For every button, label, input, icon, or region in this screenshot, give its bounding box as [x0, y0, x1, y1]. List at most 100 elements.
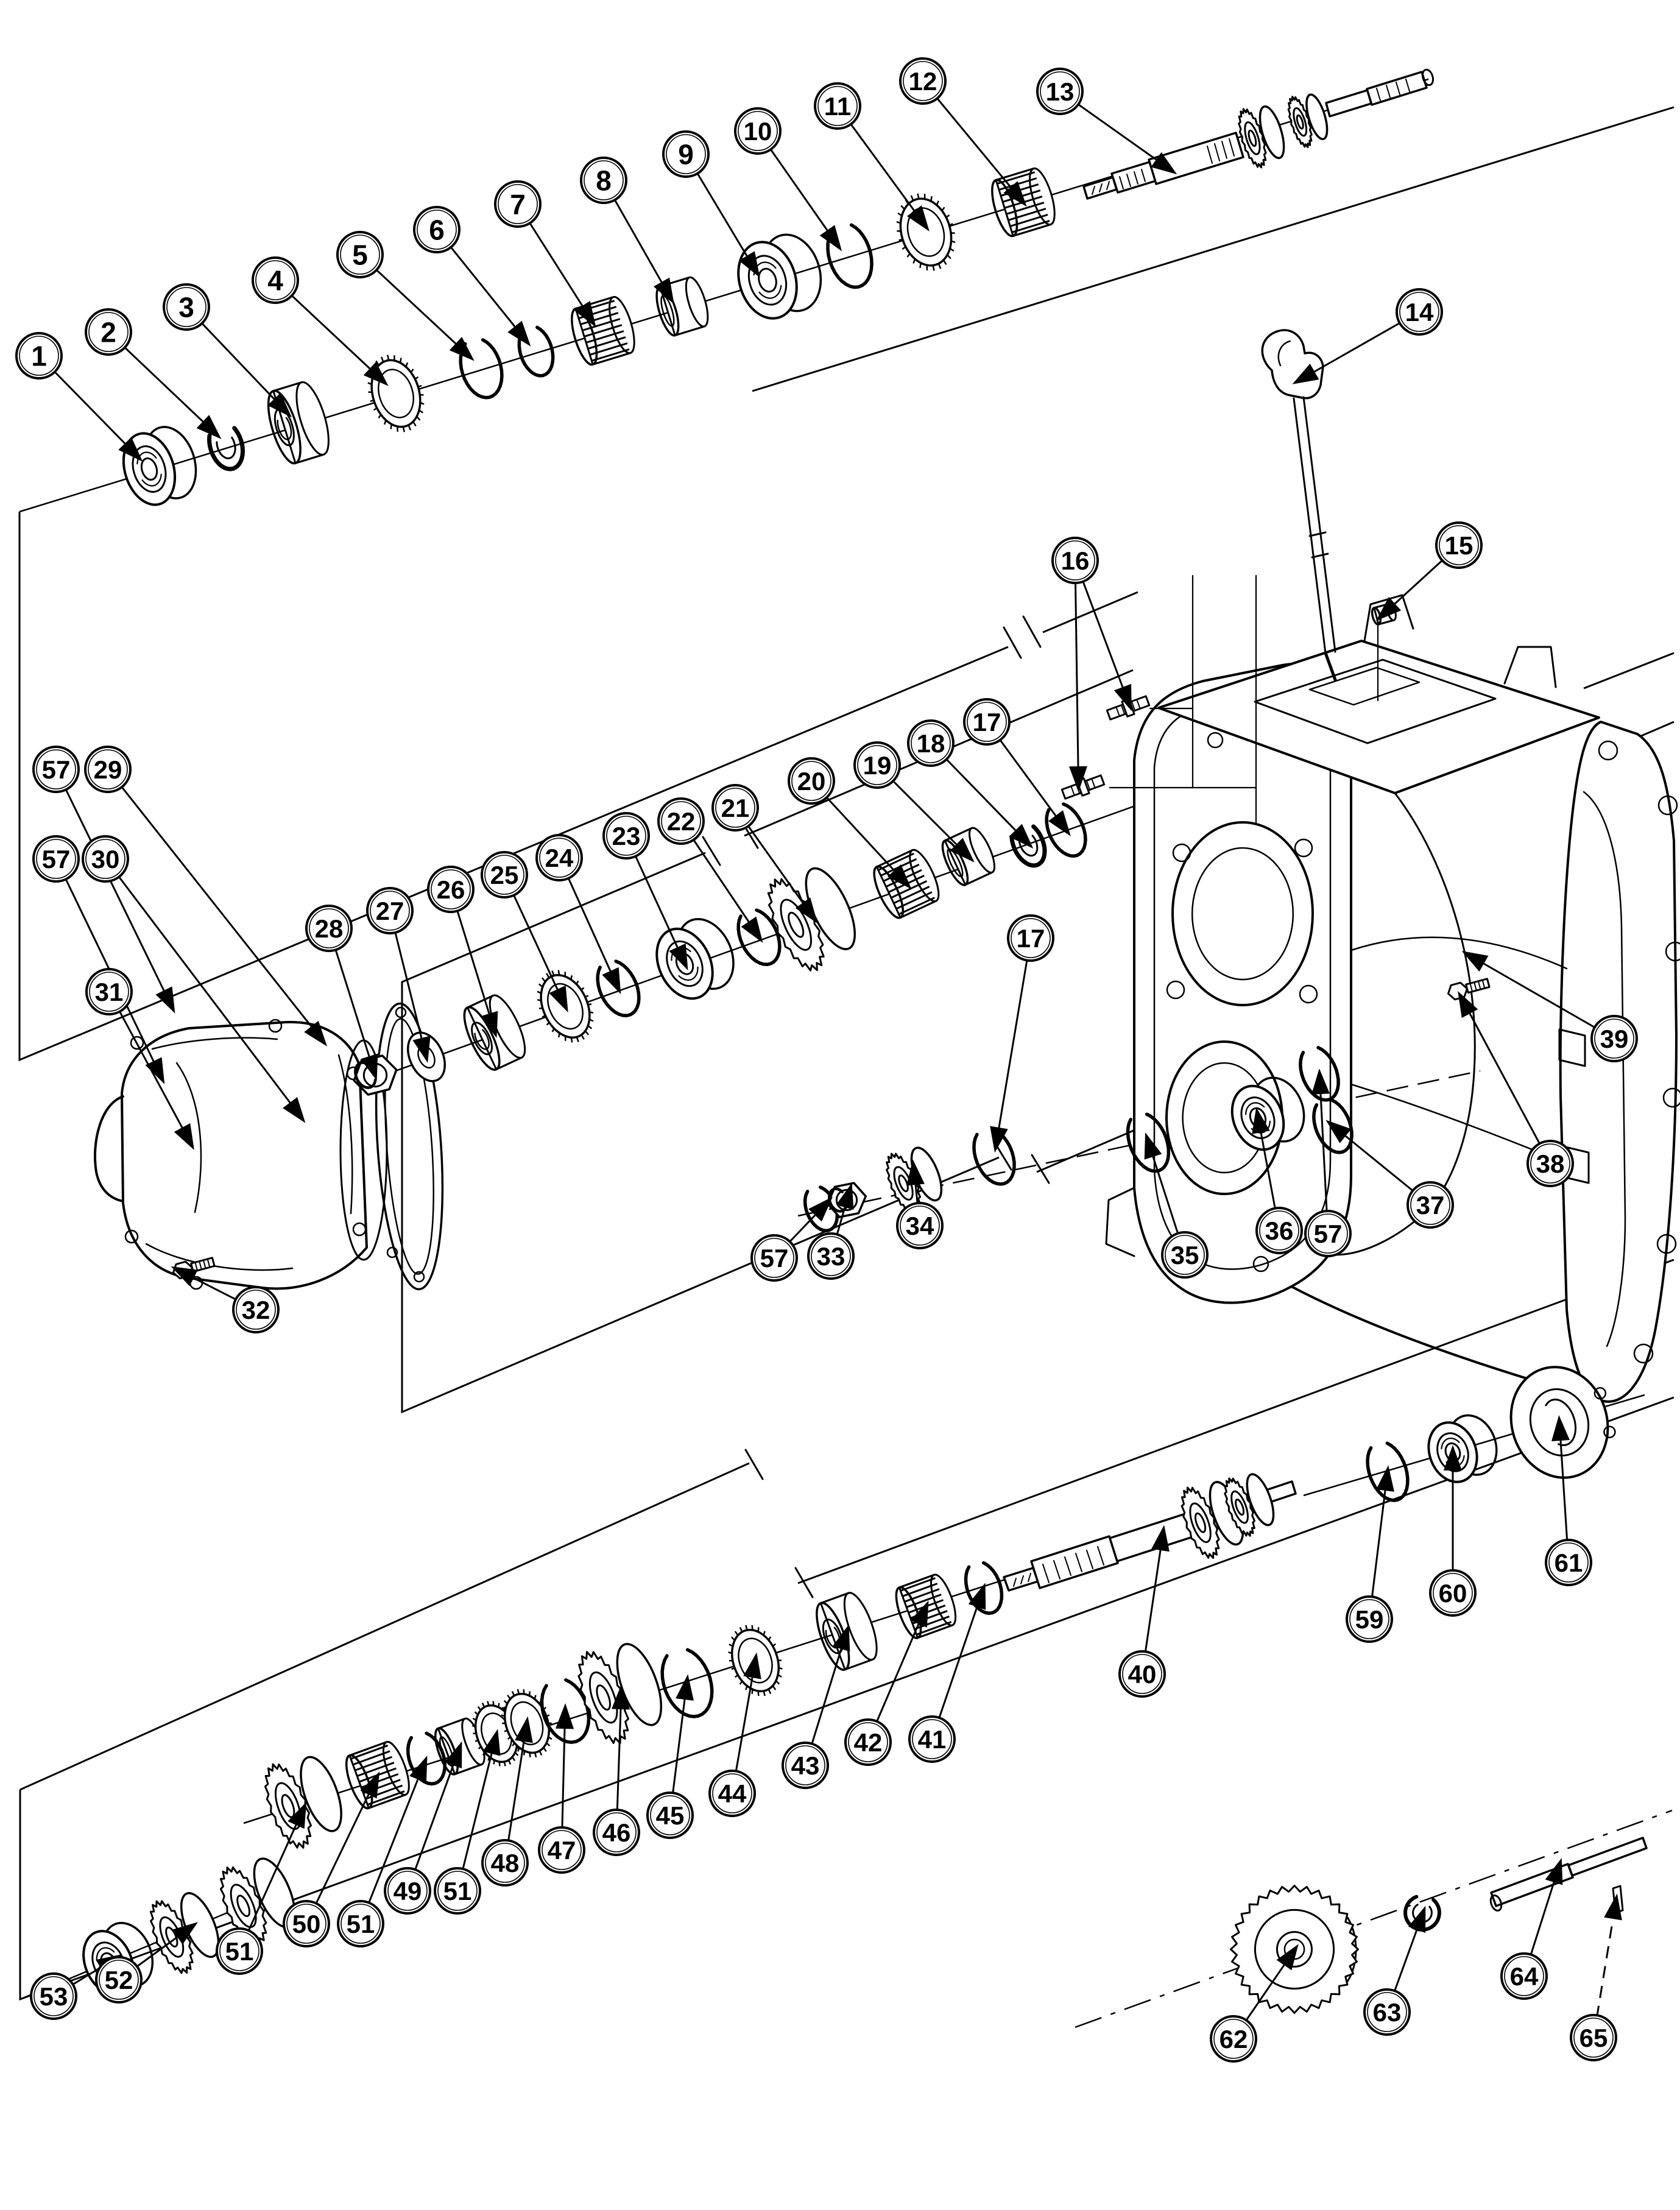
leader-arrowhead-42: [910, 1600, 929, 1628]
balloon-inner-circle: [596, 1812, 637, 1852]
callout-17-16: 17: [963, 698, 1011, 746]
callout-44-48: 44: [708, 1770, 756, 1817]
balloon-circle: [1545, 1539, 1592, 1586]
leader-arrowhead-17: [990, 1126, 1008, 1153]
callout-12-11: 12: [899, 57, 947, 105]
balloon-number: 51: [225, 1937, 254, 1966]
panel-mid-left: [401, 852, 1000, 1414]
balloon-inner-circle: [1040, 71, 1080, 111]
leader-arrowhead-27: [412, 1036, 431, 1063]
balloon-inner-circle: [341, 1904, 381, 1944]
callout-57-35: 57: [750, 1234, 798, 1282]
balloon-number: 63: [1373, 1998, 1402, 2027]
balloon-inner-circle: [485, 1843, 525, 1883]
hole-part: [1662, 1087, 1680, 1108]
balloon-circle: [711, 784, 759, 831]
callout-25-24: 25: [481, 851, 528, 898]
balloon-inner-circle: [286, 1904, 326, 1944]
hole-part: [1166, 980, 1185, 1000]
idler-axis: [1075, 1809, 1673, 2028]
callout-11-10: 11: [814, 82, 861, 130]
oval-part: [384, 1018, 434, 1275]
callout-57-30: 57: [32, 835, 80, 883]
balloon-number: 47: [548, 1836, 576, 1865]
balloon-inner-circle: [1349, 1599, 1389, 1639]
balloon-circle: [814, 82, 861, 130]
ring-part: [1366, 1441, 1410, 1502]
callout-1-0: 1: [15, 332, 63, 380]
balloon-number: 38: [1536, 1149, 1565, 1178]
balloon-number: 60: [1439, 1579, 1467, 1608]
balloon-inner-circle: [817, 86, 858, 126]
callout-57-40: 57: [1304, 1210, 1352, 1257]
gear-part: [886, 1146, 943, 1214]
callout-64-65: 64: [1500, 1952, 1548, 2000]
leader-arrowhead-57: [1311, 1068, 1330, 1095]
leader-arrowhead-28: [360, 1053, 378, 1081]
callout-2-1: 2: [85, 308, 132, 356]
hole-part: [395, 1006, 407, 1019]
balloon-number: 2: [101, 317, 116, 348]
balloon-number: 8: [596, 165, 612, 197]
balloon-inner-circle: [584, 160, 624, 200]
balloon-circle: [807, 1232, 855, 1280]
leader-arrowhead-41: [968, 1583, 986, 1610]
leader-line-50: [305, 1794, 370, 1924]
balloon-number: 5: [352, 239, 368, 271]
balloon-circle: [427, 866, 475, 913]
balloon-inner-circle: [1213, 2019, 1254, 2059]
leader-arrowhead-7: [574, 300, 596, 328]
ring-part: [660, 1648, 714, 1718]
leader-arrowhead-16: [1069, 766, 1087, 792]
callout-49-54: 49: [384, 1867, 431, 1915]
balloon-number: 3: [178, 292, 194, 323]
balloon-circle: [481, 851, 528, 898]
balloon-inner-circle: [36, 749, 76, 789]
balloon-circle: [657, 797, 705, 845]
balloon-inner-circle: [1530, 1143, 1570, 1184]
callout-26-25: 26: [427, 866, 475, 913]
balloon-circle: [1363, 1988, 1411, 2036]
balloon-inner-circle: [88, 312, 129, 352]
balloon-circle: [853, 741, 901, 789]
leader-arrowhead-26: [480, 1011, 498, 1039]
balloon-number: 4: [267, 265, 283, 297]
leader-arrowhead-22: [741, 916, 763, 943]
balloon-number: 9: [678, 139, 694, 171]
balloon-inner-circle: [219, 1931, 259, 1971]
balloon-number: 25: [490, 861, 519, 889]
callout-51-55: 51: [337, 1900, 384, 1947]
balloon-number: 52: [105, 1966, 133, 1994]
leader-arrowhead-32: [171, 1266, 198, 1287]
balloon-number: 34: [906, 1212, 934, 1240]
balloon-inner-circle: [811, 1236, 851, 1276]
balloon-number: 53: [40, 1982, 68, 2011]
balloon-number: 59: [1355, 1605, 1384, 1634]
bearing-part: [737, 233, 822, 320]
callout-3-2: 3: [163, 283, 210, 331]
balloon-number: 6: [429, 214, 445, 246]
component-artwork: [93, 71, 1678, 1986]
callout-52-58: 52: [95, 1956, 143, 2003]
leader-arrowhead-4: [363, 362, 389, 386]
leader-arrowhead-13: [1151, 152, 1177, 175]
balloon-inner-circle: [99, 1960, 139, 2000]
balloon-number: 23: [612, 822, 641, 850]
bearing-part: [1427, 1414, 1498, 1483]
leader-line-16: [1074, 560, 1079, 767]
balloon-circle: [434, 1867, 481, 1915]
leader-arrowhead-14: [1292, 363, 1319, 384]
leader-arrowhead-36: [1252, 1107, 1270, 1134]
balloon-inner-circle: [857, 745, 897, 785]
balloon-circle: [908, 1715, 956, 1763]
balloon-number: 32: [242, 1296, 270, 1324]
leader-arrowhead-20: [887, 864, 912, 889]
hole-part: [1657, 795, 1678, 816]
leader-arrowhead-12: [1003, 181, 1027, 207]
hole-part: [386, 1246, 398, 1259]
ring-part: [826, 223, 874, 289]
balloon-number: 57: [42, 845, 71, 874]
callout-51-53: 51: [434, 1867, 481, 1915]
balloon-circle: [1118, 1650, 1166, 1698]
